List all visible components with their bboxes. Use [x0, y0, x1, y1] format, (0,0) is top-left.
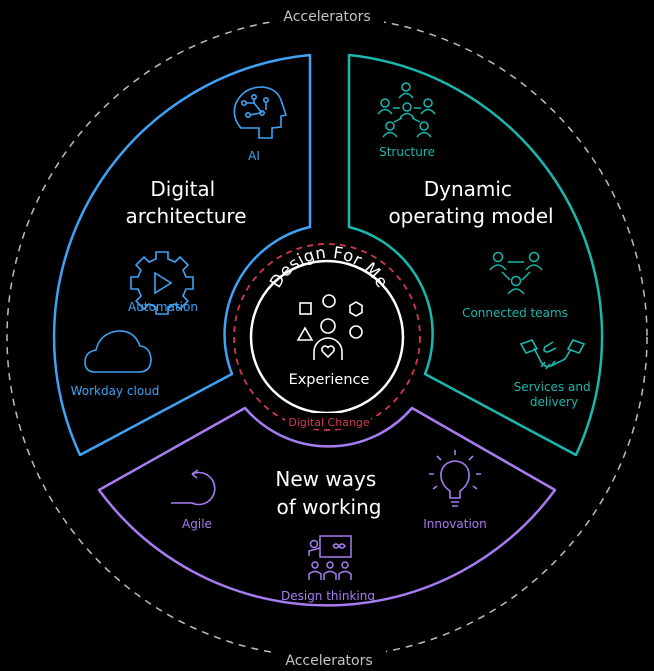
structure-label: Structure	[379, 145, 435, 159]
org-chart-icon	[377, 82, 436, 138]
design-thinking-label: Design thinking	[281, 589, 375, 603]
loop-arrow-icon	[171, 469, 216, 506]
gear-play-icon	[130, 251, 194, 315]
segment-digital-architecture	[52, 53, 312, 457]
accelerators-label-bottom: Accelerators	[285, 653, 372, 669]
lightbulb-icon	[429, 450, 481, 507]
automation-label: Automation	[128, 300, 198, 314]
presentation-group-icon	[308, 535, 352, 580]
innovation-label: Innovation	[423, 517, 487, 531]
cloud-icon	[84, 330, 152, 373]
digital-change-label: Digital Change	[288, 416, 370, 429]
connected-people-icon	[489, 251, 543, 295]
shapes-icon	[296, 294, 363, 341]
agile-label: Agile	[182, 517, 212, 531]
brain-circuit-icon	[233, 86, 288, 139]
connected-teams-label: Connected teams	[462, 306, 568, 320]
digital-architecture-title: Digital architecture	[125, 177, 246, 228]
accelerators-label-top: Accelerators	[283, 9, 370, 25]
person-heart-icon	[313, 318, 343, 360]
ai-label: AI	[248, 149, 260, 163]
handshake-icon	[519, 339, 586, 370]
digital-change-ring	[233, 243, 421, 431]
workday-cloud-label: Workday cloud	[71, 384, 160, 398]
experience-label: Experience	[289, 372, 370, 388]
segment-dynamic-operating-model	[347, 53, 604, 457]
new-ways-of-working-title: New ways of working	[275, 467, 382, 519]
services-and-delivery-label: Services and delivery	[514, 380, 595, 409]
accelerators-ring	[6, 16, 648, 658]
segment-new-ways-of-working	[97, 406, 557, 607]
dynamic-operating-model-title: Dynamic operating model	[388, 177, 553, 228]
